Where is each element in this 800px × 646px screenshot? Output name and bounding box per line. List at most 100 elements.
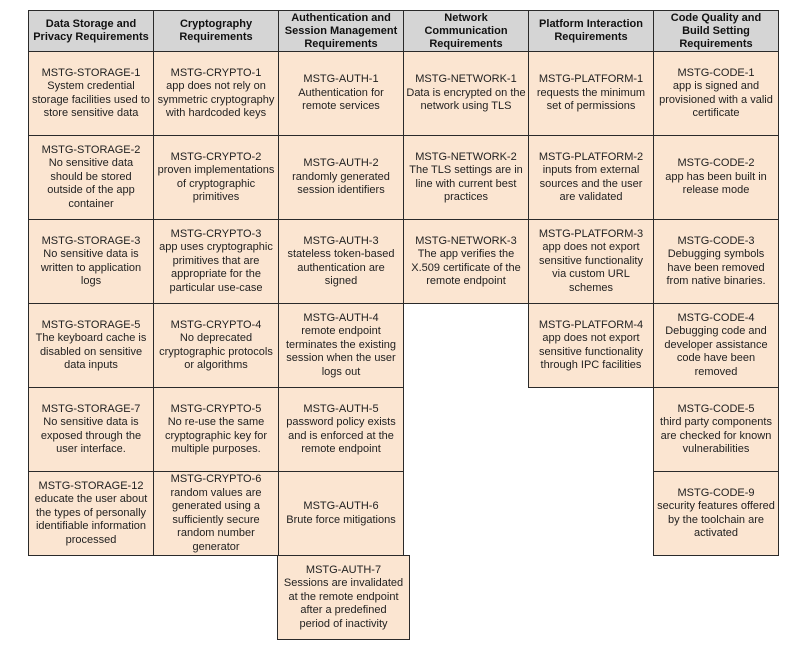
requirement-id: MSTG-NETWORK-3 — [415, 234, 517, 247]
requirement-text: proven implementations of cryptographic … — [157, 164, 275, 203]
requirement-id: MSTG-NETWORK-1 — [415, 73, 517, 86]
requirement-text: educate the user about the types of pers… — [34, 493, 148, 546]
requirement-text: The keyboard cache is disabled on sensit… — [35, 332, 147, 371]
requirement-id: MSTG-PLATFORM-2 — [538, 150, 644, 163]
column-header-code: Code Quality and Build Setting Requireme… — [653, 10, 779, 52]
requirement-id: MSTG-CRYPTO-1 — [170, 66, 262, 79]
requirement-text: requests the minimum set of permissions — [536, 86, 646, 113]
requirement-id: MSTG-AUTH-5 — [303, 402, 379, 415]
requirement-text: stateless token-based authentication are… — [287, 248, 395, 287]
requirement-id: MSTG-AUTH-1 — [303, 73, 379, 86]
requirement-id: MSTG-CRYPTO-2 — [170, 150, 262, 163]
requirement-text: random values are generated using a suff… — [170, 486, 262, 553]
requirement-text: System credential storage facilities use… — [31, 80, 150, 119]
requirement-text: Authentication for remote services — [298, 86, 384, 113]
requirement-text: Sessions are invalidated at the remote e… — [283, 577, 404, 630]
requirement-text: Debugging code and developer assistance … — [664, 325, 768, 378]
requirement-id: MSTG-STORAGE-7 — [41, 402, 141, 415]
requirement-text: Brute force mitigations — [286, 513, 396, 526]
requirement-id: MSTG-AUTH-4 — [303, 311, 379, 324]
requirement-id: MSTG-STORAGE-3 — [41, 234, 141, 247]
requirement-id: MSTG-AUTH-2 — [303, 157, 379, 170]
requirement-id: MSTG-STORAGE-1 — [41, 66, 141, 79]
requirement-text: No re-use the same cryptographic key for… — [164, 416, 268, 455]
requirement-text: app does not rely on symmetric cryptogra… — [157, 80, 275, 119]
column-header-platform: Platform Interaction Requirements — [528, 10, 654, 52]
requirement-id: MSTG-STORAGE-12 — [38, 479, 144, 492]
requirement-id: MSTG-CODE-9 — [677, 486, 755, 499]
requirement-text: app does not export sensitive functional… — [539, 332, 643, 371]
column-auth: Authentication and Session Management Re… — [277, 10, 410, 640]
requirement-id: MSTG-CODE-1 — [677, 66, 755, 79]
requirement-text: No deprecated cryptographic protocols or… — [159, 332, 273, 371]
requirement-text: No sensitive data is written to applicat… — [40, 248, 142, 287]
requirement-id: MSTG-STORAGE-5 — [41, 318, 141, 331]
requirement-id: MSTG-CRYPTO-5 — [170, 402, 262, 415]
requirement-text: Debugging symbols have been removed from… — [666, 248, 766, 287]
requirement-id: MSTG-PLATFORM-4 — [538, 318, 644, 331]
requirement-id: MSTG-CODE-3 — [677, 234, 755, 247]
requirement-text: app uses cryptographic primitives that a… — [159, 241, 273, 294]
requirement-text: third party components are checked for k… — [660, 416, 772, 455]
requirement-id: MSTG-AUTH-3 — [303, 234, 379, 247]
requirement-id: MSTG-CRYPTO-4 — [170, 318, 262, 331]
requirement-id: MSTG-PLATFORM-1 — [538, 73, 644, 86]
requirement-text: app is signed and provisioned with a val… — [659, 80, 773, 119]
requirement-id: MSTG-STORAGE-2 — [41, 143, 141, 156]
requirement-text: The TLS settings are in line with curren… — [409, 164, 523, 203]
requirement-id: MSTG-PLATFORM-3 — [538, 227, 644, 240]
requirement-text: No sensitive data should be stored outsi… — [47, 157, 135, 210]
requirement-text: security features offered by the toolcha… — [657, 500, 775, 539]
requirement-id: MSTG-CRYPTO-6 — [170, 473, 262, 485]
requirement-id: MSTG-AUTH-7 — [305, 563, 382, 576]
requirement-text: password policy exists and is enforced a… — [286, 416, 396, 455]
column-header-crypto: Cryptography Requirements — [153, 10, 279, 52]
requirement-id: MSTG-CRYPTO-3 — [170, 227, 262, 240]
requirement-text: app does not export sensitive functional… — [539, 241, 643, 294]
column-header-network: Network Communication Requirements — [403, 10, 529, 52]
requirement-text: Data is encrypted on the network using T… — [406, 86, 526, 113]
requirement-id: MSTG-CODE-4 — [677, 311, 755, 324]
requirement-text: remote endpoint terminates the existing … — [285, 325, 397, 378]
requirement-text: randomly generated session identifiers — [292, 170, 390, 197]
requirement-text: The app verifies the X.509 certificate o… — [411, 248, 521, 287]
requirement-id: MSTG-CODE-2 — [677, 157, 755, 170]
column-header-storage: Data Storage and Privacy Requirements — [28, 10, 154, 52]
column-header-auth: Authentication and Session Management Re… — [278, 10, 404, 52]
requirement-text: inputs from external sources and the use… — [539, 164, 643, 203]
